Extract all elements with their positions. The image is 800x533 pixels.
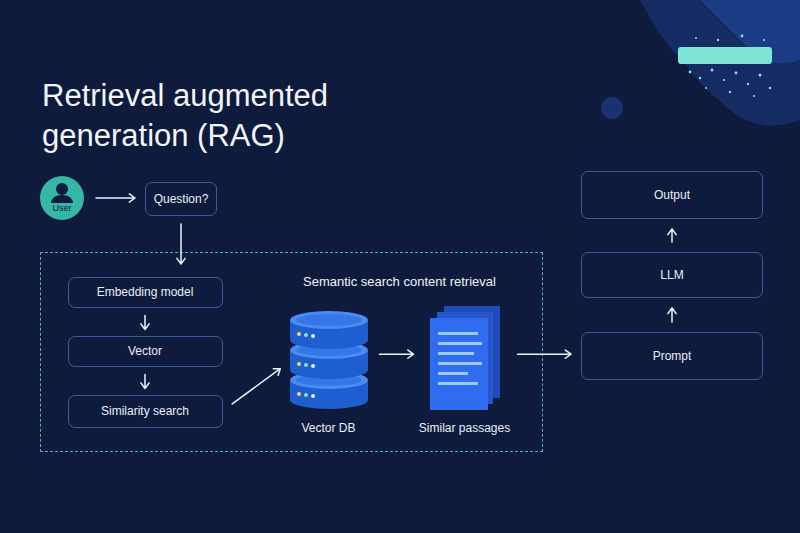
process-box: Question?	[145, 182, 217, 216]
arrow-connector	[380, 350, 414, 358]
process-box: LLM	[581, 252, 763, 298]
node-label: Prompt	[653, 349, 692, 363]
node-label: Similarity search	[101, 404, 189, 418]
arrow-line	[668, 308, 676, 322]
arrow-connector	[141, 316, 149, 330]
node-label: LLM	[660, 268, 683, 282]
arrow-line	[96, 194, 135, 202]
node-label: Vector	[128, 344, 162, 358]
document-icon: Similar passages	[420, 302, 510, 437]
arrow-connector	[177, 224, 185, 264]
process-box: Prompt	[581, 332, 763, 380]
document-stack	[420, 302, 510, 412]
node-label: Question?	[154, 192, 209, 206]
deco-bar	[678, 47, 772, 64]
process-box: Similarity search	[68, 395, 223, 428]
arrow-line	[177, 224, 185, 264]
process-box: Vector	[68, 336, 223, 367]
arrow-connector	[668, 229, 676, 242]
deco-dots	[689, 35, 772, 97]
node-label: Output	[654, 188, 690, 202]
process-box: Embedding model	[68, 277, 223, 308]
node-label: Vector DB	[264, 421, 394, 435]
person-icon	[40, 176, 84, 220]
arrow-line	[518, 350, 572, 358]
dashed-group: Semantic search content retrievalEmbeddi…	[40, 252, 543, 452]
deco-circle	[601, 97, 623, 119]
database-icon: Vector DB	[284, 302, 374, 437]
database-cylinders	[284, 302, 374, 412]
node-label: Embedding model	[97, 285, 194, 299]
process-box: Output	[581, 171, 763, 219]
arrow-connector	[232, 369, 280, 404]
node-label: Semantic search content retrieval	[303, 274, 496, 289]
arrow-line	[141, 375, 149, 389]
arrow-connector	[668, 308, 676, 322]
node-label: Similar passages	[400, 421, 530, 435]
arrow-line	[141, 316, 149, 330]
arrow-connector	[96, 194, 135, 202]
diagram-title: Retrieval augmented generation (RAG)	[42, 76, 362, 156]
node-label: User	[40, 203, 84, 213]
user-circle: User	[40, 176, 84, 220]
arrow-connector	[141, 375, 149, 389]
arrow-line	[668, 229, 676, 242]
arrow-connector	[518, 350, 572, 358]
arrow-line	[380, 350, 414, 358]
arrow-line	[232, 369, 280, 404]
corner-blob	[640, 0, 800, 126]
